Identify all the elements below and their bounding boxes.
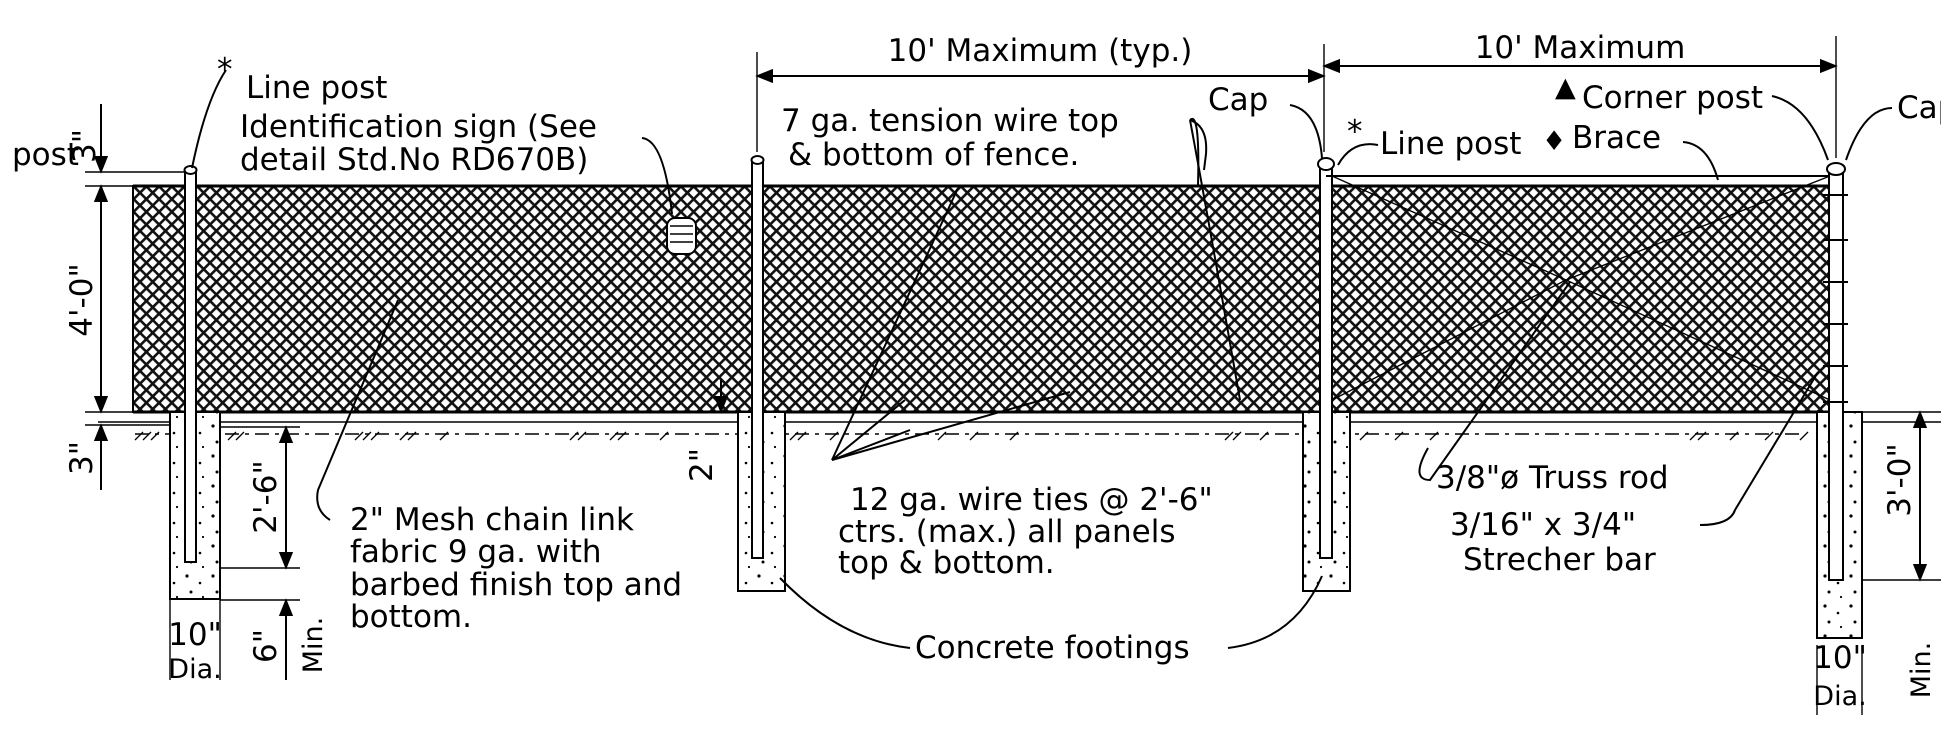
- dimension-label-post-height: 3": [67, 129, 103, 163]
- callout-wire-ties-line2: ctrs. (max.) all panels: [838, 514, 1175, 550]
- callout-line-post-left: Line post: [246, 70, 387, 106]
- dimension-label-footing-depth: 2'-6": [248, 460, 284, 533]
- dimension-label-fabric-height: 4'-0": [64, 263, 100, 336]
- leader-lines: [191, 69, 1893, 649]
- callout-strecher-line2: Strecher bar: [1463, 542, 1656, 578]
- dimension-label-right-dia-value: 10": [1813, 640, 1867, 676]
- stretcher-bar-bands: [1823, 194, 1848, 403]
- callout-tension-wire-line2: & bottom of fence.: [788, 137, 1079, 173]
- callout-cap-right: Cap: [1897, 90, 1941, 126]
- callout-truss-rod: 3/8"ø Truss rod: [1436, 460, 1669, 496]
- dimension-label-post: post: [12, 137, 79, 173]
- callout-wire-ties-line1: 12 ga. wire ties @ 2'-6": [850, 482, 1213, 518]
- line-post: [183, 165, 198, 563]
- dimension-label-right-min: Min.: [1906, 642, 1937, 699]
- chain-link-fabric: [132, 185, 1830, 413]
- callout-brace: Brace: [1572, 120, 1661, 156]
- line-post-marker: *: [1347, 114, 1363, 150]
- ground-line: [98, 421, 1941, 435]
- callout-concrete-footings: Concrete footings: [915, 630, 1190, 666]
- dimension-left-footing: [169, 425, 300, 680]
- dimension-label-right-span: 10' Maximum: [1475, 30, 1686, 66]
- dimension-label-right-dia: Dia.: [1813, 681, 1866, 712]
- dimension-right-footing: [1816, 410, 1941, 715]
- dimension-label-footing-dia-value: 10": [168, 617, 222, 653]
- callout-mesh-line1: 2" Mesh chain link: [350, 502, 634, 538]
- callout-line-post-mid: Line post: [1380, 126, 1521, 162]
- callout-mesh-line3: barbed finish top and: [350, 567, 682, 603]
- line-post: [750, 155, 765, 559]
- callout-wire-ties-line3: top & bottom.: [838, 545, 1055, 581]
- dimension-top-spans: [755, 36, 1838, 158]
- brace-marker: ♦: [1542, 126, 1566, 157]
- dimension-left-vertical: [85, 104, 185, 490]
- dimension-label-bottom-clearance: 3": [64, 441, 100, 475]
- corner-post-marker: ▲: [1555, 72, 1576, 103]
- callout-mesh-line4: bottom.: [350, 599, 472, 635]
- callout-id-sign-line2: detail Std.No RD670B): [240, 142, 588, 178]
- line-post-marker: *: [217, 52, 233, 88]
- ground-hatching: [134, 431, 1809, 441]
- callout-mesh-line2: fabric 9 ga. with: [350, 534, 602, 570]
- dimension-label-footing-dia: Dia.: [168, 654, 221, 685]
- corner-post: [1826, 162, 1846, 581]
- callout-strecher-line1: 3/16" x 3/4": [1450, 507, 1636, 543]
- dimension-label-footing-min: Min.: [298, 617, 329, 674]
- dimension-label-right-footing-depth: 3'-0": [1882, 443, 1918, 516]
- callout-cap-mid: Cap: [1208, 82, 1268, 118]
- dimension-label-footing-bottom: 6": [248, 629, 284, 663]
- truss-rod: [1331, 175, 1831, 401]
- line-post: [1317, 157, 1335, 559]
- callout-corner-post: Corner post: [1582, 80, 1763, 116]
- callout-tension-wire-line1: 7 ga. tension wire top: [781, 103, 1119, 139]
- callout-id-sign-line1: Identification sign (See: [240, 109, 597, 145]
- dimension-label-mid-clearance: 2": [684, 448, 720, 482]
- dimension-label-left-span: 10' Maximum (typ.): [888, 33, 1193, 69]
- identification-sign: [666, 217, 697, 255]
